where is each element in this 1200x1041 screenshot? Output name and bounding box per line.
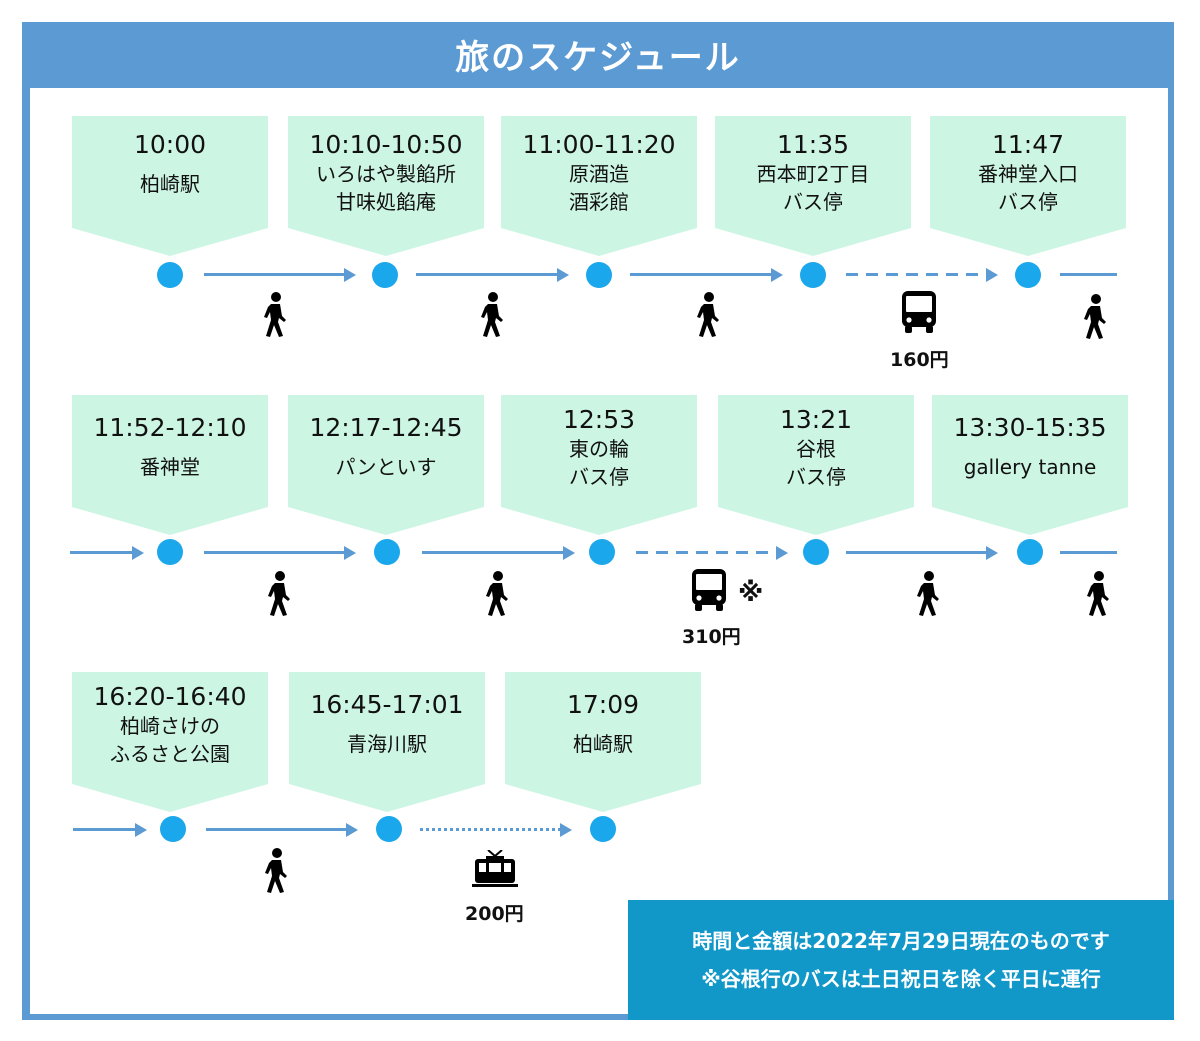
note-text: 時間と金額は2022年7月29日現在のものです: [692, 929, 1110, 953]
bus-icon: [692, 569, 726, 611]
stop-name: 柏崎さけの ふるさと公園: [110, 714, 230, 766]
stop-time: 12:53: [562, 405, 636, 434]
stop-box: 12:53 東の輪 バス停: [501, 395, 697, 535]
stop-box: 10:10-10:50 いろはや製餡所 甘味処餡庵: [288, 116, 484, 256]
stop-name: 番神堂入口 バス停: [978, 162, 1078, 214]
stop-name: パンといす: [335, 455, 437, 479]
stop-dot: [586, 262, 612, 288]
stop-time: 10:00: [133, 130, 207, 159]
route-arrowhead: [344, 268, 356, 282]
stop-dot: [160, 816, 186, 842]
walk-route-line: [1060, 551, 1117, 554]
stop-name: いろはや製餡所 甘味処餡庵: [316, 162, 456, 214]
walking-person-icon: [481, 292, 503, 337]
stop-time: 16:45-17:01: [310, 690, 464, 719]
walk-route-line: [70, 551, 134, 554]
walking-person-icon: [265, 848, 287, 893]
route-arrowhead: [560, 823, 572, 837]
bus-icon: [902, 291, 936, 333]
stop-time: 13:30-15:35: [953, 413, 1107, 442]
walking-person-icon: [1084, 294, 1106, 339]
stop-name: 谷根 バス停: [786, 437, 846, 489]
notes-box: 時間と金額は2022年7月29日現在のものです ※谷根行のバスは土日祝日を除く平…: [628, 900, 1174, 1020]
stop-name: 青海川駅: [347, 732, 427, 756]
fare-label: 200円: [465, 903, 524, 925]
stop-box: 11:52-12:10 番神堂: [72, 395, 268, 535]
route-arrowhead: [557, 268, 569, 282]
walk-route-line: [73, 828, 137, 831]
route-arrowhead: [346, 823, 358, 837]
route-arrowhead: [986, 546, 998, 560]
stop-box: 10:00 柏崎駅: [72, 116, 268, 256]
walk-route-line: [630, 273, 773, 276]
page-title: 旅のスケジュール: [455, 37, 741, 78]
stop-box: 16:20-16:40 柏崎さけの ふるさと公園: [72, 672, 268, 812]
stop-name: 東の輪 バス停: [569, 437, 629, 489]
walk-route-line: [846, 551, 988, 554]
stop-name: 柏崎駅: [140, 172, 200, 196]
stop-dot: [1017, 539, 1043, 565]
bus-route-line: [846, 273, 988, 276]
stop-name: 番神堂: [140, 455, 200, 479]
stop-box: 13:21 谷根 バス停: [718, 395, 914, 535]
stop-time: 10:10-10:50: [309, 130, 463, 159]
stop-name: 柏崎駅: [573, 732, 633, 756]
stop-time: 16:20-16:40: [93, 682, 247, 711]
fare-label: 310円: [682, 626, 741, 648]
note-text: ※谷根行のバスは土日祝日を除く平日に運行: [701, 967, 1101, 991]
stop-dot: [803, 539, 829, 565]
walking-person-icon: [486, 571, 508, 616]
stop-box: 11:35 西本町2丁目 バス停: [715, 116, 911, 256]
stop-time: 11:47: [991, 130, 1065, 159]
walk-route-line: [422, 551, 565, 554]
walking-person-icon: [268, 571, 290, 616]
route-arrowhead: [776, 546, 788, 560]
walk-route-line: [416, 273, 559, 276]
train-route-line: [420, 828, 562, 831]
walking-person-icon: [697, 292, 719, 337]
stop-dot: [590, 816, 616, 842]
stop-dot: [157, 262, 183, 288]
route-arrowhead: [986, 268, 998, 282]
walking-person-icon: [1087, 571, 1109, 616]
stop-name: gallery tanne: [963, 455, 1097, 479]
stop-time: 17:09: [566, 690, 640, 719]
stop-box: 16:45-17:01 青海川駅: [289, 672, 485, 812]
stop-box: 12:17-12:45 パンといす: [288, 395, 484, 535]
stop-dot: [376, 816, 402, 842]
footnote-mark: ※: [738, 578, 764, 608]
stop-time: 11:52-12:10: [93, 413, 247, 442]
stop-box: 17:09 柏崎駅: [505, 672, 701, 812]
stop-name: 西本町2丁目 バス停: [756, 162, 870, 214]
walk-route-line: [204, 273, 346, 276]
stop-box: 11:47 番神堂入口 バス停: [930, 116, 1126, 256]
fare-label: 160円: [890, 349, 949, 371]
walk-route-line: [204, 551, 346, 554]
route-arrowhead: [135, 823, 147, 837]
walking-person-icon: [917, 571, 939, 616]
stop-dot: [157, 539, 183, 565]
route-arrowhead: [132, 546, 144, 560]
stop-name: 原酒造 酒彩館: [569, 162, 629, 214]
stop-time: 12:17-12:45: [309, 413, 463, 442]
walk-route-line: [206, 828, 348, 831]
route-arrowhead: [771, 268, 783, 282]
stop-time: 13:21: [779, 405, 853, 434]
stop-dot: [800, 262, 826, 288]
bus-route-line: [636, 551, 778, 554]
train-icon: [472, 850, 518, 887]
stop-box: 13:30-15:35 gallery tanne: [932, 395, 1128, 535]
route-arrowhead: [563, 546, 575, 560]
stop-time: 11:35: [776, 130, 850, 159]
stop-dot: [1015, 262, 1041, 288]
stop-dot: [374, 539, 400, 565]
stop-time: 11:00-11:20: [522, 130, 676, 159]
stop-dot: [372, 262, 398, 288]
walking-person-icon: [264, 292, 286, 337]
walk-route-line: [1060, 273, 1117, 276]
stop-box: 11:00-11:20 原酒造 酒彩館: [501, 116, 697, 256]
route-arrowhead: [344, 546, 356, 560]
stop-dot: [589, 539, 615, 565]
